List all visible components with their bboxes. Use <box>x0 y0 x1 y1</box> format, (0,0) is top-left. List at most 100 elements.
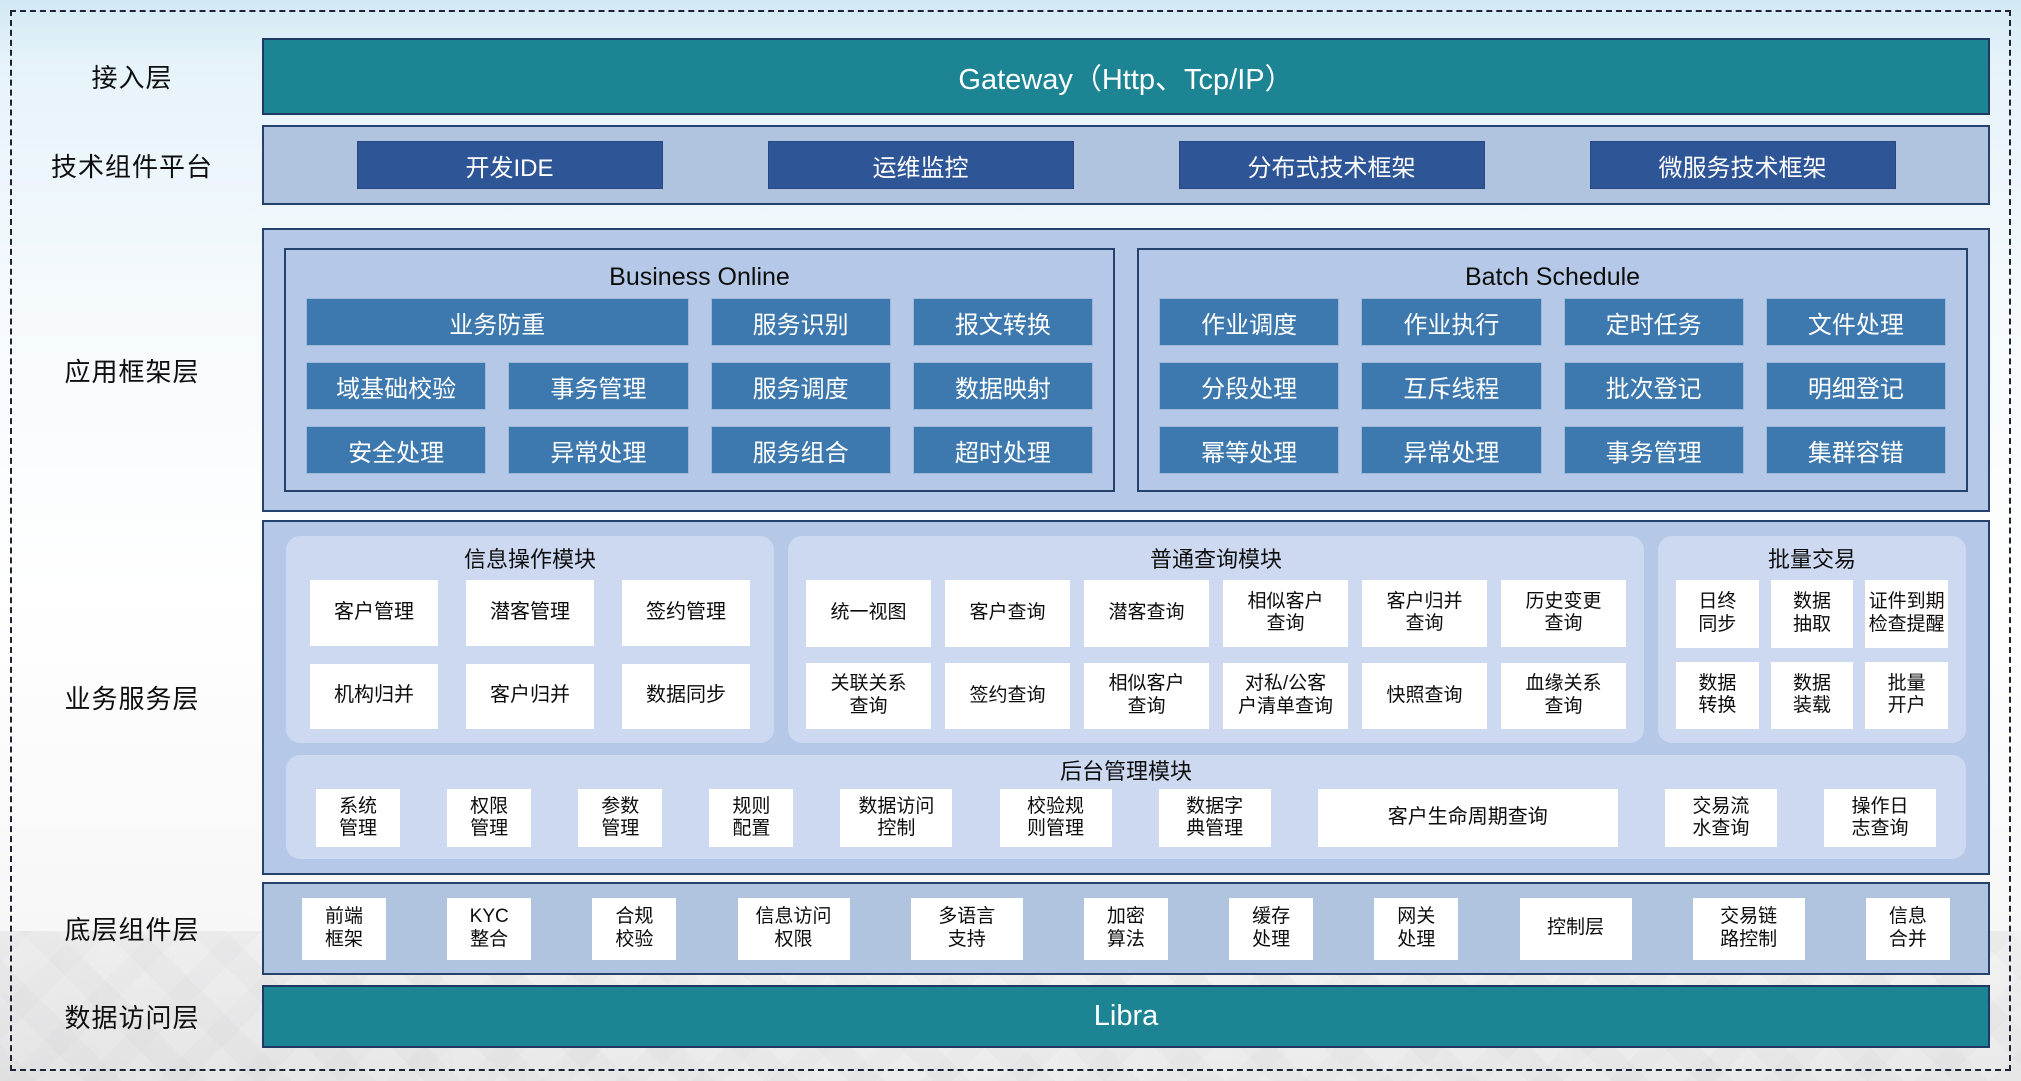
component-box: 合规 校验 <box>592 897 677 960</box>
module-box: 安全处理 <box>306 426 487 474</box>
service-box: 客户查询 <box>945 580 1070 647</box>
service-box: 客户归并 查询 <box>1362 580 1487 647</box>
service-box: 相似客户 查询 <box>1223 580 1348 647</box>
base-component-layer: 前端 框架 KYC 整合 合规 校验 信息访问 权限 多语言 支持 加密 算法 … <box>262 882 1990 975</box>
module-box: 服务组合 <box>710 426 891 474</box>
business-service-layer: 信息操作模块 客户管理 潜客管理 签约管理 机构归并 客户归并 数据同步 普通查… <box>262 520 1990 875</box>
service-box: 客户管理 <box>310 580 438 646</box>
module-box: 数据映射 <box>912 362 1093 410</box>
service-box: 权限 管理 <box>447 789 532 847</box>
service-box: 系统 管理 <box>316 789 400 847</box>
service-box: 参数 管理 <box>578 789 663 847</box>
module-box: 异常处理 <box>508 426 689 474</box>
service-box: 数据 抽取 <box>1770 580 1854 648</box>
service-box: 血缘关系 查询 <box>1501 662 1626 729</box>
gateway-bar: Gateway（Http、Tcp/IP） <box>262 38 1990 115</box>
service-box: 关联关系 查询 <box>806 662 931 729</box>
info-operation-title: 信息操作模块 <box>463 547 596 572</box>
layer-label-tech: 技术组件平台 <box>50 151 213 182</box>
module-box: 域基础校验 <box>306 362 487 410</box>
module-box: 互斥线程 <box>1361 362 1542 410</box>
app-framework-layer: Business Online 业务防重 服务识别 报文转换 域基础校验 事务管… <box>262 228 1990 512</box>
module-box: 批次登记 <box>1563 362 1744 410</box>
batch-trade-title: 批量交易 <box>1767 547 1856 572</box>
tech-item-distributed-framework: 分布式技术框架 <box>1178 141 1485 189</box>
component-box: 信息 合并 <box>1865 897 1950 960</box>
general-query-module: 普通查询模块 统一视图 客户查询 潜客查询 相似客户 查询 客户归并 查询 历史… <box>788 536 1644 743</box>
libra-bar: Libra <box>262 985 1990 1048</box>
batch-schedule-title: Batch Schedule <box>1464 263 1641 291</box>
service-box: 交易流 水查询 <box>1664 789 1777 847</box>
module-box: 集群容错 <box>1765 426 1946 474</box>
component-box: 缓存 处理 <box>1229 897 1314 960</box>
module-box: 服务调度 <box>710 362 891 410</box>
tech-item-microservice-framework: 微服务技术框架 <box>1589 141 1896 189</box>
component-box: 前端 框架 <box>302 897 386 960</box>
module-box: 报文转换 <box>912 298 1093 346</box>
backend-admin-title: 后台管理模块 <box>1059 759 1192 784</box>
service-box: 校验规 则管理 <box>999 789 1112 847</box>
info-operation-module: 信息操作模块 客户管理 潜客管理 签约管理 机构归并 客户归并 数据同步 <box>286 536 774 743</box>
service-box: 签约查询 <box>945 662 1070 729</box>
batch-trade-grid: 日终 同步 数据 抽取 证件到期 检查提醒 数据 转换 数据 装载 批量 开户 <box>1676 580 1948 729</box>
layer-label-data: 数据访问层 <box>64 1003 200 1033</box>
tech-platform-row: 开发IDE 运维监控 分布式技术框架 微服务技术框架 <box>262 125 1990 205</box>
layer-label-base: 底层组件层 <box>64 915 200 945</box>
component-box: 信息访问 权限 <box>737 897 850 960</box>
batch-schedule-panel: Batch Schedule 作业调度 作业执行 定时任务 文件处理 分段处理 … <box>1137 248 1968 492</box>
service-box: 客户生命周期查询 <box>1317 789 1618 847</box>
business-online-title: Business Online <box>609 263 790 291</box>
service-box: 潜客管理 <box>466 580 594 646</box>
batch-trade-module: 批量交易 日终 同步 数据 抽取 证件到期 检查提醒 数据 转换 数据 装载 批… <box>1658 536 1966 743</box>
service-box: 对私/公客 户清单查询 <box>1223 662 1348 729</box>
service-box: 操作日 志查询 <box>1823 789 1936 847</box>
service-box: 统一视图 <box>806 580 931 647</box>
layer-label-appfw: 应用框架层 <box>64 356 200 387</box>
service-box: 规则 配置 <box>709 789 794 847</box>
business-online-grid: 业务防重 服务识别 报文转换 域基础校验 事务管理 服务调度 数据映射 安全处理… <box>306 298 1093 474</box>
module-box: 明细登记 <box>1765 362 1946 410</box>
layer-label-svc: 业务服务层 <box>64 684 200 714</box>
tech-item-ops-monitor: 运维监控 <box>767 141 1074 189</box>
service-box: 数据字 典管理 <box>1158 789 1271 847</box>
backend-admin-grid: 系统 管理 权限 管理 参数 管理 规则 配置 数据访问 控制 校验规 则管理 … <box>316 787 1936 849</box>
backend-admin-module: 后台管理模块 系统 管理 权限 管理 参数 管理 规则 配置 数据访问 控制 校… <box>286 755 1966 859</box>
service-box: 证件到期 检查提醒 <box>1865 580 1948 648</box>
service-box: 相似客户 查询 <box>1084 662 1209 729</box>
service-box: 签约管理 <box>622 580 750 646</box>
module-box: 幂等处理 <box>1159 426 1340 474</box>
component-box: 控制层 <box>1519 897 1632 960</box>
component-box: 交易链 路控制 <box>1692 897 1805 960</box>
service-modules-row: 信息操作模块 客户管理 潜客管理 签约管理 机构归并 客户归并 数据同步 普通查… <box>286 536 1966 743</box>
service-box: 数据 装载 <box>1770 661 1854 729</box>
service-box: 机构归并 <box>310 663 438 729</box>
module-box: 异常处理 <box>1361 426 1542 474</box>
module-box: 超时处理 <box>912 426 1093 474</box>
component-box: KYC 整合 <box>447 897 532 960</box>
component-box: 加密 算法 <box>1083 897 1168 960</box>
tech-item-dev-ide: 开发IDE <box>356 141 663 189</box>
module-box: 文件处理 <box>1765 298 1946 346</box>
component-box: 网关 处理 <box>1374 897 1459 960</box>
service-box: 客户归并 <box>466 663 594 729</box>
module-box: 业务防重 <box>306 298 689 346</box>
service-box: 历史变更 查询 <box>1501 580 1626 647</box>
component-box: 多语言 支持 <box>910 897 1023 960</box>
business-online-panel: Business Online 业务防重 服务识别 报文转换 域基础校验 事务管… <box>284 248 1115 492</box>
module-box: 事务管理 <box>508 362 689 410</box>
module-box: 作业调度 <box>1159 298 1340 346</box>
module-box: 事务管理 <box>1563 426 1744 474</box>
general-query-title: 普通查询模块 <box>1149 547 1282 572</box>
batch-schedule-grid: 作业调度 作业执行 定时任务 文件处理 分段处理 互斥线程 批次登记 明细登记 … <box>1159 298 1946 474</box>
service-box: 批量 开户 <box>1865 661 1948 729</box>
module-box: 分段处理 <box>1159 362 1340 410</box>
module-box: 定时任务 <box>1563 298 1744 346</box>
service-box: 数据访问 控制 <box>840 789 953 847</box>
layer-label-access: 接入层 <box>91 63 173 93</box>
service-box: 数据 转换 <box>1676 661 1759 729</box>
module-box: 作业执行 <box>1361 298 1542 346</box>
service-box: 日终 同步 <box>1676 580 1759 648</box>
info-operation-grid: 客户管理 潜客管理 签约管理 机构归并 客户归并 数据同步 <box>304 580 756 729</box>
service-box: 数据同步 <box>622 663 750 729</box>
